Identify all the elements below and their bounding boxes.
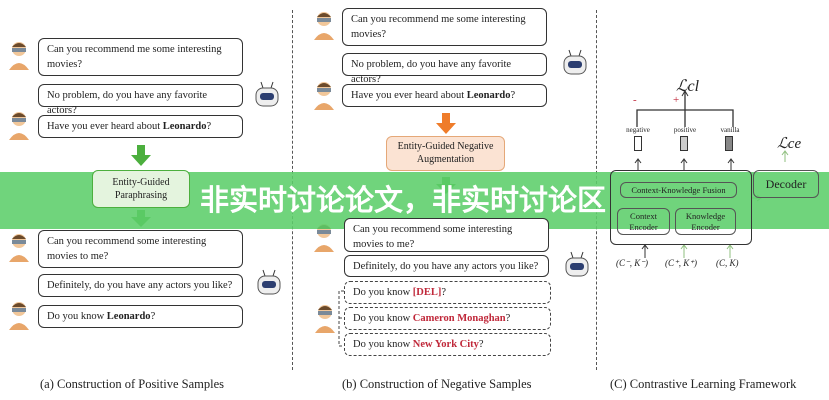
chat-bubble-bot: Definitely, do you have any actors you l… <box>344 255 549 277</box>
positive-vector <box>680 136 688 151</box>
negative-sample: Do you know [DEL]? <box>344 281 551 304</box>
robot-icon <box>253 80 281 110</box>
chat-bubble-user: Can you recommend me some interesting mo… <box>342 8 547 46</box>
vanilla-vector <box>725 136 733 151</box>
bracket-connector <box>338 290 344 347</box>
chat-bubble-user: Have you ever heard about Leonardo? <box>342 84 547 107</box>
caption-c: (C) Contrastive Learning Framework <box>610 377 797 391</box>
user-avatar-icon <box>8 110 30 140</box>
user-avatar-icon <box>314 303 336 333</box>
negative-augmentation-box: Entity-Guided Negative Augmentation <box>386 136 505 171</box>
user-avatar-icon <box>313 80 335 110</box>
caption-a: (a) Construction of Positive Samples <box>40 377 225 391</box>
negative-vector <box>634 136 642 151</box>
user-avatar-icon <box>8 232 30 262</box>
encoder-block <box>610 170 752 245</box>
entity-guided-paraphrasing-box: Entity-Guided Paraphrasing <box>92 170 190 208</box>
input-negative: (C⁻, K⁻) <box>616 258 649 268</box>
down-arrow-icon <box>131 145 151 166</box>
input-positive: (C⁺, K⁺) <box>665 258 698 268</box>
negative-sample: Do you know New York City? <box>344 333 551 356</box>
label-vanilla: vanilla <box>720 126 740 134</box>
label-negative: negative <box>626 126 650 134</box>
decoder-box: Decoder <box>753 170 819 198</box>
knowledge-encoder-box: Knowledge Encoder <box>675 208 736 235</box>
down-arrow-icon <box>436 113 456 134</box>
user-avatar-icon <box>8 300 30 330</box>
user-avatar-icon <box>313 10 335 40</box>
minus-sign: - <box>633 94 637 106</box>
chat-bubble-bot: No problem, do you have any favorite act… <box>38 84 243 116</box>
banner-text: 非实时讨论论文，非实时讨论区 <box>200 183 607 217</box>
robot-icon <box>561 48 589 78</box>
framework-connectors <box>634 90 789 258</box>
chat-bubble-user: Do you know Leonardo? <box>38 305 243 328</box>
caption-b: (b) Construction of Negative Samples <box>342 377 532 391</box>
chat-bubble-user: Can you recommend some interesting movie… <box>344 218 549 252</box>
negative-sample: Do you know Cameron Monaghan? <box>344 307 551 330</box>
chat-bubble-user: Can you recommend me some interesting mo… <box>38 38 243 76</box>
label-positive: positive <box>673 126 697 134</box>
chat-bubble-bot: No problem, do you have any favorite act… <box>342 53 547 85</box>
input-vanilla: (C, K) <box>716 258 739 268</box>
plus-sign: + <box>673 94 680 106</box>
user-avatar-icon <box>8 40 30 70</box>
chat-bubble-user: Have you ever heard about Leonardo? <box>38 115 243 138</box>
fusion-box: Context-Knowledge Fusion <box>620 182 737 198</box>
loss-cl: ℒcl <box>676 78 700 95</box>
chat-bubble-user: Can you recommend some interesting movie… <box>38 230 243 268</box>
robot-icon <box>255 268 283 298</box>
context-encoder-box: Context Encoder <box>617 208 670 235</box>
loss-ce: ℒce <box>777 136 802 152</box>
robot-icon <box>563 250 591 280</box>
chat-bubble-bot: Definitely, do you have any actors you l… <box>38 274 243 297</box>
